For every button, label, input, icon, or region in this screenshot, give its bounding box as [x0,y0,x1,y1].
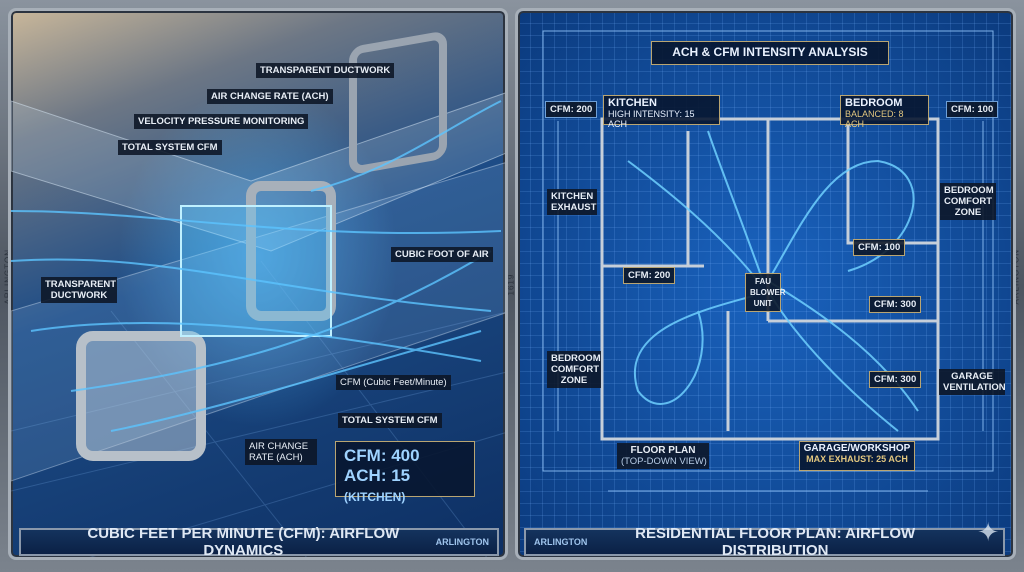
left-footer-title: CUBIC FEET PER MINUTE (CFM): AIRFLOW DYN… [87,525,400,559]
label-cfm-kitchen-top: CFM: 200 [545,101,598,118]
floor-plan-note: (TOP-DOWN VIEW) [621,456,707,467]
left-footer: CUBIC FEET PER MINUTE (CFM): AIRFLOW DYN… [19,525,499,559]
kitchen-box: KITCHEN HIGH INTENSITY: 15 ACH [603,95,720,129]
readout-box: CFM: 400 ACH: 15 (KITCHEN) [335,441,475,504]
label-cfm-bedroom-top: CFM: 100 [946,101,999,118]
right-footer: ARLINGTON RESIDENTIAL FLOOR PLAN: AIRFLO… [524,525,1005,559]
left-footer-tag: ARLINGTON [435,537,489,547]
label-cfm-garage-mid: CFM: 300 [869,371,922,388]
label-transparent-ductwork-top: TRANSPARENT DUCTWORK [256,63,395,78]
airflow-streaks [627,130,919,432]
airflow-streaks [11,100,502,432]
duct-collar-left [76,331,206,461]
kitchen-title: KITCHEN [608,97,657,109]
label-garage-ventilation: GARAGE VENTILATION [939,369,1006,395]
analysis-header: ACH & CFM INTENSITY ANALYSIS [651,41,889,65]
walls [600,117,940,441]
label-total-system-cfm-bottom: TOTAL SYSTEM CFM [338,413,442,428]
duct-collar-right [349,32,447,174]
label-air-change-rate-bottom: AIR CHANGE RATE (ACH) [245,439,317,465]
right-footer-tag: ARLINGTON [534,537,588,547]
readout-ach: ACH: 15 [344,466,411,485]
label-air-change-rate-top: AIR CHANGE RATE (ACH) [207,89,333,104]
label-total-system-cfm-top: TOTAL SYSTEM CFM [118,140,222,155]
floor-plan-panel: ACH & CFM INTENSITY ANALYSIS CFM: 200 KI… [515,8,1016,560]
label-cfm-kitchen-mid: CFM: 200 [623,267,676,284]
sparkle-icon: ✦ [977,517,999,547]
bedroom-title: BEDROOM [845,97,903,109]
garage-subtitle: MAX EXHAUST: 25 ACH [806,454,908,464]
label-kitchen-exhaust: KITCHEN EXHAUST [547,189,597,215]
label-fau-blower: FAU BLOWER UNIT [745,273,786,312]
floor-plan-title: FLOOR PLAN [630,445,696,456]
garage-title: GARAGE/WORKSHOP [803,443,911,454]
label-transparent-ductwork-left: TRANSPARENT DUCTWORK [41,277,117,303]
garage-box: GARAGE/WORKSHOP MAX EXHAUST: 25 ACH [799,441,915,471]
floor-plan-label: FLOOR PLAN (TOP-DOWN VIEW) [617,443,709,469]
kitchen-subtitle: HIGH INTENSITY: 15 ACH [608,109,695,129]
label-bedroom-comfort-left: BEDROOM COMFORT ZONE [547,351,601,388]
label-bedroom-comfort-right: BEDROOM COMFORT ZONE [940,183,996,220]
cfm-airflow-panel: TRANSPARENT DUCTWORK AIR CHANGE RATE (AC… [8,8,508,560]
label-cfm-garage-top: CFM: 300 [869,296,922,313]
cubic-foot-cube [180,205,332,337]
label-velocity-pressure: VELOCITY PRESSURE MONITORING [134,114,309,129]
label-cfm-definition: CFM (Cubic Feet/Minute) [336,375,451,390]
bedroom-subtitle: BALANCED: 8 ACH [845,109,904,129]
right-footer-title: RESIDENTIAL FLOOR PLAN: AIRFLOW DISTRIBU… [635,525,916,559]
readout-ach-note: (KITCHEN) [344,490,406,504]
bedroom-box: BEDROOM BALANCED: 8 ACH [840,95,929,129]
label-cfm-bedroom-mid: CFM: 100 [853,239,906,256]
duct-upper [11,92,505,252]
ductwork-illustration [11,32,505,557]
blueprint-lines [11,260,505,557]
readout-cfm: CFM: 400 [344,446,420,465]
label-cubic-foot: CUBIC FOOT OF AIR [391,247,493,262]
